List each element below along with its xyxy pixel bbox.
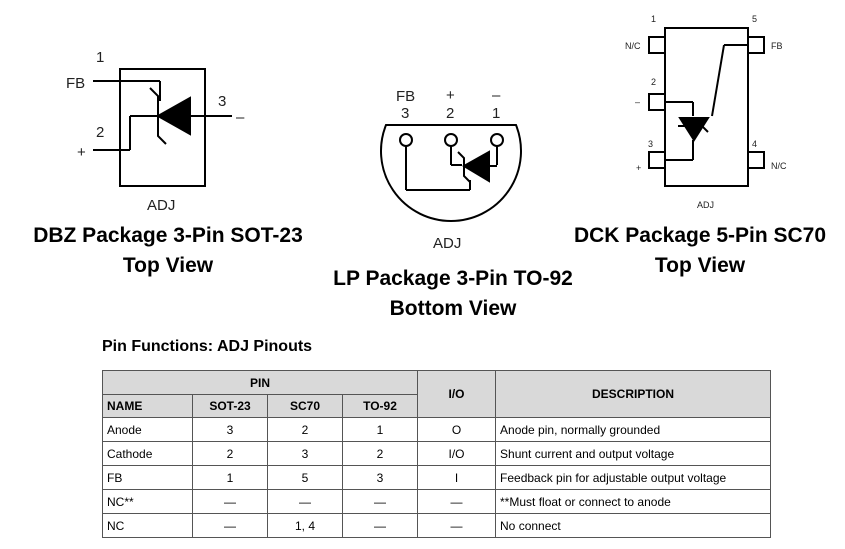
dck-package-diagram bbox=[648, 27, 765, 187]
dbz-diode-triangle bbox=[155, 96, 191, 136]
dbz-package-body bbox=[119, 68, 206, 187]
dck-pin4-label: 4 bbox=[752, 139, 757, 149]
lp-package-body bbox=[380, 124, 522, 222]
table-row: Cathode 2 3 2 I/O Shunt current and outp… bbox=[102, 441, 772, 466]
description-cell: **Must float or connect to anode bbox=[495, 489, 772, 514]
pinout-diagrams: 1 FB 3 – 2 + ADJ FB + – 3 2 1 ADJ bbox=[66, 14, 787, 252]
io-cell: I bbox=[417, 465, 497, 490]
pin-name-cell: NC bbox=[102, 513, 193, 538]
dck-pin4-pad bbox=[747, 151, 765, 169]
dbz-pin3-label: 3 bbox=[218, 93, 226, 110]
lp-pin2-pad bbox=[444, 133, 458, 147]
dck-caption-line2: Top View bbox=[654, 254, 746, 277]
sot23-cell: — bbox=[192, 513, 268, 538]
dck-nc-left-label: N/C bbox=[625, 41, 641, 51]
dck-plus-label: + bbox=[636, 163, 641, 173]
dbz-caption-line1: DBZ Package 3-Pin SOT-23 bbox=[33, 224, 303, 247]
pin-name-cell: Anode bbox=[102, 417, 193, 442]
dbz-adj-label: ADJ bbox=[147, 197, 175, 214]
description-cell: Anode pin, normally grounded bbox=[495, 417, 772, 442]
to92-cell: — bbox=[341, 489, 419, 514]
lp-caption-line2: Bottom View bbox=[389, 297, 517, 320]
dck-diode-triangle bbox=[678, 117, 710, 142]
dbz-plus-label: + bbox=[77, 144, 86, 161]
lp-pin3-label: 3 bbox=[401, 105, 409, 122]
lp-adj-label: ADJ bbox=[433, 235, 461, 252]
lp-diode-triangle bbox=[462, 150, 490, 183]
lp-minus-label: – bbox=[492, 87, 501, 104]
sc70-header: SC70 bbox=[267, 394, 343, 418]
dbz-minus-label: – bbox=[236, 109, 245, 126]
lp-plus-label: + bbox=[446, 87, 455, 104]
lp-pin3-pad bbox=[399, 133, 413, 147]
sc70-cell: 2 bbox=[267, 417, 343, 442]
dck-pin2-pad bbox=[648, 93, 666, 111]
dck-pin3-pad bbox=[648, 151, 666, 169]
pin-name-cell: FB bbox=[102, 465, 193, 490]
lp-fb-label: FB bbox=[396, 88, 415, 105]
sot23-cell: — bbox=[192, 489, 268, 514]
pin-functions-table: PIN I/O DESCRIPTION NAME SOT-23 SC70 TO-… bbox=[101, 370, 772, 538]
description-cell: Feedback pin for adjustable output volta… bbox=[495, 465, 772, 490]
dck-pin2-label: 2 bbox=[651, 77, 656, 87]
lp-pin1-label: 1 bbox=[492, 105, 500, 122]
dck-nc-right-label: N/C bbox=[771, 161, 787, 171]
sc70-cell: — bbox=[267, 489, 343, 514]
dck-pin5-label: 5 bbox=[752, 14, 757, 24]
to92-cell: 2 bbox=[341, 441, 419, 466]
io-cell: — bbox=[417, 489, 497, 514]
table-row: FB 1 5 3 I Feedback pin for adjustable o… bbox=[102, 465, 772, 490]
sc70-cell: 3 bbox=[267, 441, 343, 466]
sc70-cell: 5 bbox=[267, 465, 343, 490]
dbz-pin1-label: 1 bbox=[96, 49, 104, 66]
dck-caption-line1: DCK Package 5-Pin SC70 bbox=[573, 224, 827, 247]
description-header: DESCRIPTION bbox=[495, 370, 772, 418]
dck-fb-label: FB bbox=[771, 41, 783, 51]
dck-pin5-pad bbox=[747, 36, 765, 54]
name-header: NAME bbox=[102, 394, 193, 418]
dck-pin1-pad bbox=[648, 36, 666, 54]
to92-cell: — bbox=[341, 513, 419, 538]
pin-name-cell: NC** bbox=[102, 489, 193, 514]
sot23-cell: 2 bbox=[192, 441, 268, 466]
dbz-pin2-label: 2 bbox=[96, 124, 104, 141]
table-row: NC — 1, 4 — — No connect bbox=[102, 513, 772, 538]
io-cell: — bbox=[417, 513, 497, 538]
dbz-caption: DBZ Package 3-Pin SOT-23 Top View bbox=[18, 221, 318, 281]
dbz-package-diagram bbox=[93, 68, 232, 187]
table-row: Anode 3 2 1 O Anode pin, normally ground… bbox=[102, 417, 772, 442]
io-cell: O bbox=[417, 417, 497, 442]
to92-cell: 3 bbox=[341, 465, 419, 490]
io-header: I/O bbox=[417, 370, 497, 418]
dck-pin3-label: 3 bbox=[648, 139, 653, 149]
lp-pin1-pad bbox=[490, 133, 504, 147]
dck-pin1-label: 1 bbox=[651, 14, 656, 24]
description-cell: Shunt current and output voltage bbox=[495, 441, 772, 466]
dbz-fb-label: FB bbox=[66, 75, 85, 92]
lp-package-diagram bbox=[380, 124, 522, 222]
sc70-cell: 1, 4 bbox=[267, 513, 343, 538]
io-cell: I/O bbox=[417, 441, 497, 466]
dck-caption: DCK Package 5-Pin SC70 Top View bbox=[560, 221, 840, 281]
sot23-header: SOT-23 bbox=[192, 394, 268, 418]
sot23-cell: 1 bbox=[192, 465, 268, 490]
to92-cell: 1 bbox=[341, 417, 419, 442]
description-cell: No connect bbox=[495, 513, 772, 538]
dck-adj-label: ADJ bbox=[697, 200, 714, 210]
dbz-caption-line2: Top View bbox=[122, 254, 214, 277]
lp-caption-line1: LP Package 3-Pin TO-92 bbox=[333, 267, 573, 290]
pin-header: PIN bbox=[101, 370, 419, 395]
table-row: NC** — — — — **Must float or connect to … bbox=[102, 489, 772, 514]
pin-functions-title: Pin Functions: ADJ Pinouts bbox=[102, 338, 313, 355]
lp-caption: LP Package 3-Pin TO-92 Bottom View bbox=[298, 264, 608, 324]
to92-header: TO-92 bbox=[341, 394, 419, 418]
pin-name-cell: Cathode bbox=[102, 441, 193, 466]
lp-pin2-label: 2 bbox=[446, 105, 454, 122]
dck-minus-label: – bbox=[635, 97, 640, 107]
sot23-cell: 3 bbox=[192, 417, 268, 442]
dck-package-body bbox=[664, 27, 749, 187]
